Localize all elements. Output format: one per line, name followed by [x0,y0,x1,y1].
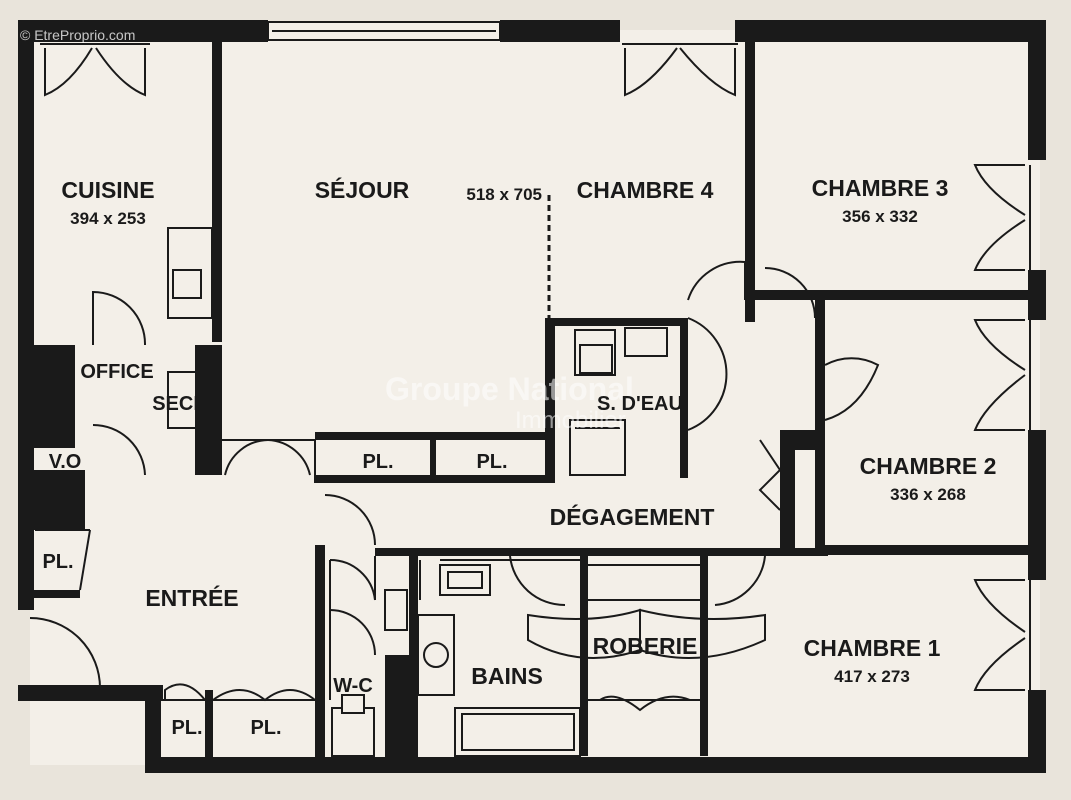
watermark-title: Groupe National [385,371,634,407]
room-chambre3-dims: 356 x 332 [842,207,918,226]
room-chambre2-dims: 336 x 268 [890,485,966,504]
room-bains-name: BAINS [471,663,543,689]
room-pl-bottom-2: PL. [250,717,281,739]
room-chambre1-name: CHAMBRE 1 [804,635,941,661]
interior-walls [30,42,1045,760]
room-roberie-name: ROBERIE [593,633,698,659]
room-sdeau-name: S. D'EAU [597,393,683,415]
room-entree-name: ENTRÉE [145,584,238,611]
room-chambre3-name: CHAMBRE 3 [812,175,949,201]
thin-partitions [35,195,700,757]
window-sejour [267,21,501,41]
doors [29,43,1031,712]
room-cuisine-name: CUISINE [61,177,154,203]
room-sejour-name: SÉJOUR [315,176,410,203]
room-pl-entree: PL. [42,551,73,573]
room-chambre1-dims: 417 x 273 [834,667,910,686]
room-degagement-name: DÉGAGEMENT [550,503,715,530]
watermark-subtitle: Immobilier [515,407,626,434]
room-vo-name: V.O [49,451,82,473]
room-office-name: OFFICE [80,361,153,383]
room-sech-name: SECH [152,393,208,415]
credit-text: © EtreProprio.com [20,27,135,43]
room-chambre4-name: CHAMBRE 4 [577,177,714,203]
room-pl-sejour-1: PL. [362,451,393,473]
room-pl-bottom-1: PL. [171,717,202,739]
room-sejour-dims: 518 x 705 [466,185,542,204]
outer-walls [18,20,1046,773]
room-chambre2-name: CHAMBRE 2 [860,453,997,479]
room-pl-sejour-2: PL. [476,451,507,473]
room-cuisine-dims: 394 x 253 [70,209,146,228]
room-wc-name: W-C [333,675,373,697]
